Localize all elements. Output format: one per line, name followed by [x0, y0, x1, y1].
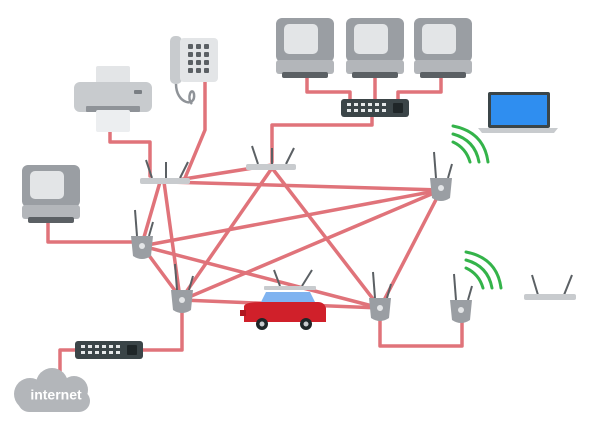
- link-computer-nodeA: [46, 220, 136, 244]
- car-icon[interactable]: [240, 269, 326, 330]
- printer-icon[interactable]: [74, 66, 152, 132]
- wireless-router-icon[interactable]: [524, 274, 576, 300]
- link-phone-router1: [183, 80, 207, 180]
- cloud-icon[interactable]: internet: [14, 368, 90, 412]
- link-nodeA-nodeC: [140, 244, 382, 310]
- desktop-computer-icon[interactable]: [414, 18, 472, 78]
- link-router1-nodeA: [140, 180, 162, 246]
- link-printer-router1: [108, 128, 152, 178]
- wifi-signal-icon: [464, 250, 503, 290]
- link-computer1-switch: [305, 70, 352, 104]
- link-switch-router2: [270, 113, 374, 164]
- link-nodeC-nodeD: [378, 316, 464, 348]
- mesh-node-icon[interactable]: [171, 263, 194, 313]
- link-router1-nodeE: [166, 180, 443, 192]
- mesh-node-icon[interactable]: [369, 271, 392, 321]
- mesh-node-icon[interactable]: [430, 151, 453, 201]
- desktop-computer-icon[interactable]: [22, 165, 80, 223]
- network-links: [46, 70, 464, 377]
- laptop-icon[interactable]: [478, 92, 558, 133]
- network-switch-icon[interactable]: [341, 99, 409, 117]
- desk-phone-icon[interactable]: [170, 36, 218, 105]
- mesh-node-icon[interactable]: [131, 209, 154, 259]
- link-switch-internet: [58, 348, 80, 377]
- link-nodeE-nodeA: [140, 188, 443, 248]
- link-nodeB-switch: [138, 310, 184, 352]
- desktop-computer-icon[interactable]: [346, 18, 404, 78]
- link-router2-nodeB: [180, 166, 274, 300]
- link-computer3-switch: [396, 70, 443, 104]
- wifi-signal-icon: [451, 124, 490, 164]
- desktop-computer-icon[interactable]: [276, 18, 334, 78]
- internet-label: internet: [30, 387, 82, 403]
- wireless-router-icon[interactable]: [246, 145, 296, 170]
- link-nodeE-nodeB: [180, 188, 443, 302]
- mesh-node-icon[interactable]: [450, 273, 473, 323]
- wireless-router-icon[interactable]: [140, 159, 190, 184]
- network-switch-icon[interactable]: [75, 341, 143, 359]
